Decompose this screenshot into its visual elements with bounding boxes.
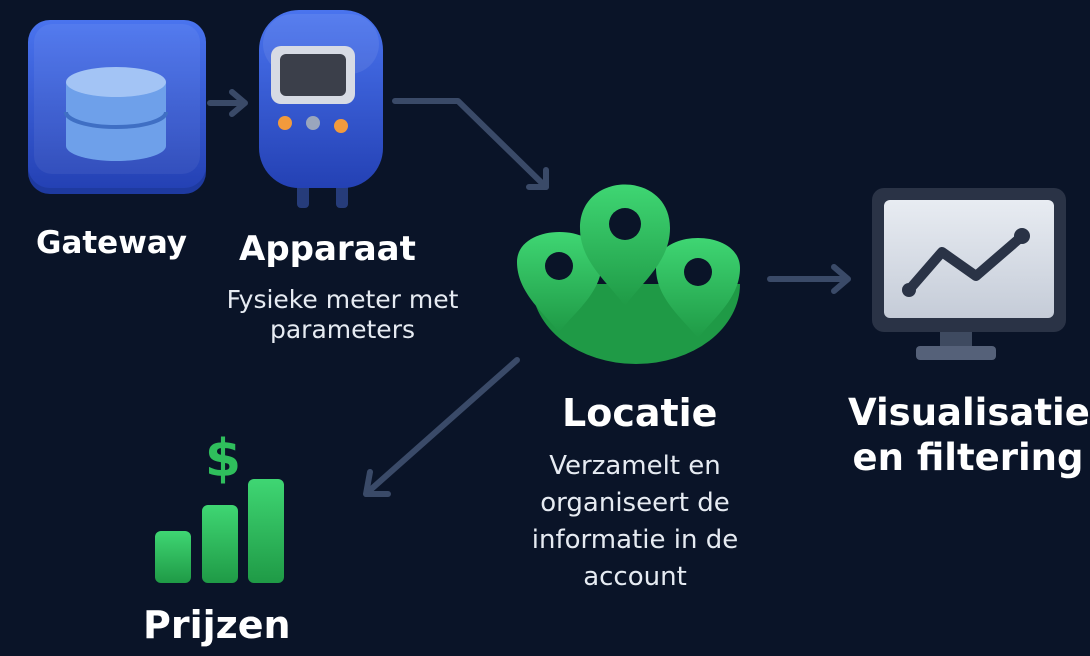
apparaat-title: Apparaat bbox=[239, 229, 416, 269]
database-icon bbox=[28, 20, 206, 194]
edge-apparaat-locatie bbox=[392, 98, 549, 190]
visualisatie-title-text: Visualisatie en filtering bbox=[848, 391, 1090, 479]
meter-device-icon bbox=[259, 10, 383, 208]
edge-locatie-visualisatie bbox=[767, 264, 851, 294]
dollar-sign: $ bbox=[205, 429, 241, 489]
apparaat-description: Fysieke meter met parameters bbox=[210, 285, 475, 345]
price-bars-icon: $ bbox=[155, 429, 284, 583]
locatie-title: Locatie bbox=[562, 391, 718, 435]
edge-locatie-prijzen bbox=[363, 357, 520, 497]
locatie-description: Verzamelt en organiseert de informatie i… bbox=[510, 448, 760, 596]
locatie-description-text: Verzamelt en organiseert de informatie i… bbox=[531, 451, 739, 592]
edge-gateway-apparaat bbox=[207, 89, 248, 117]
apparaat-description-text: Fysieke meter met parameters bbox=[226, 285, 459, 344]
location-pins-icon bbox=[517, 184, 740, 364]
gateway-title: Gateway bbox=[36, 225, 188, 261]
visualisatie-title: Visualisatie en filtering bbox=[848, 390, 1090, 480]
monitor-chart-icon bbox=[872, 188, 1066, 360]
prijzen-title: Prijzen bbox=[143, 603, 291, 647]
